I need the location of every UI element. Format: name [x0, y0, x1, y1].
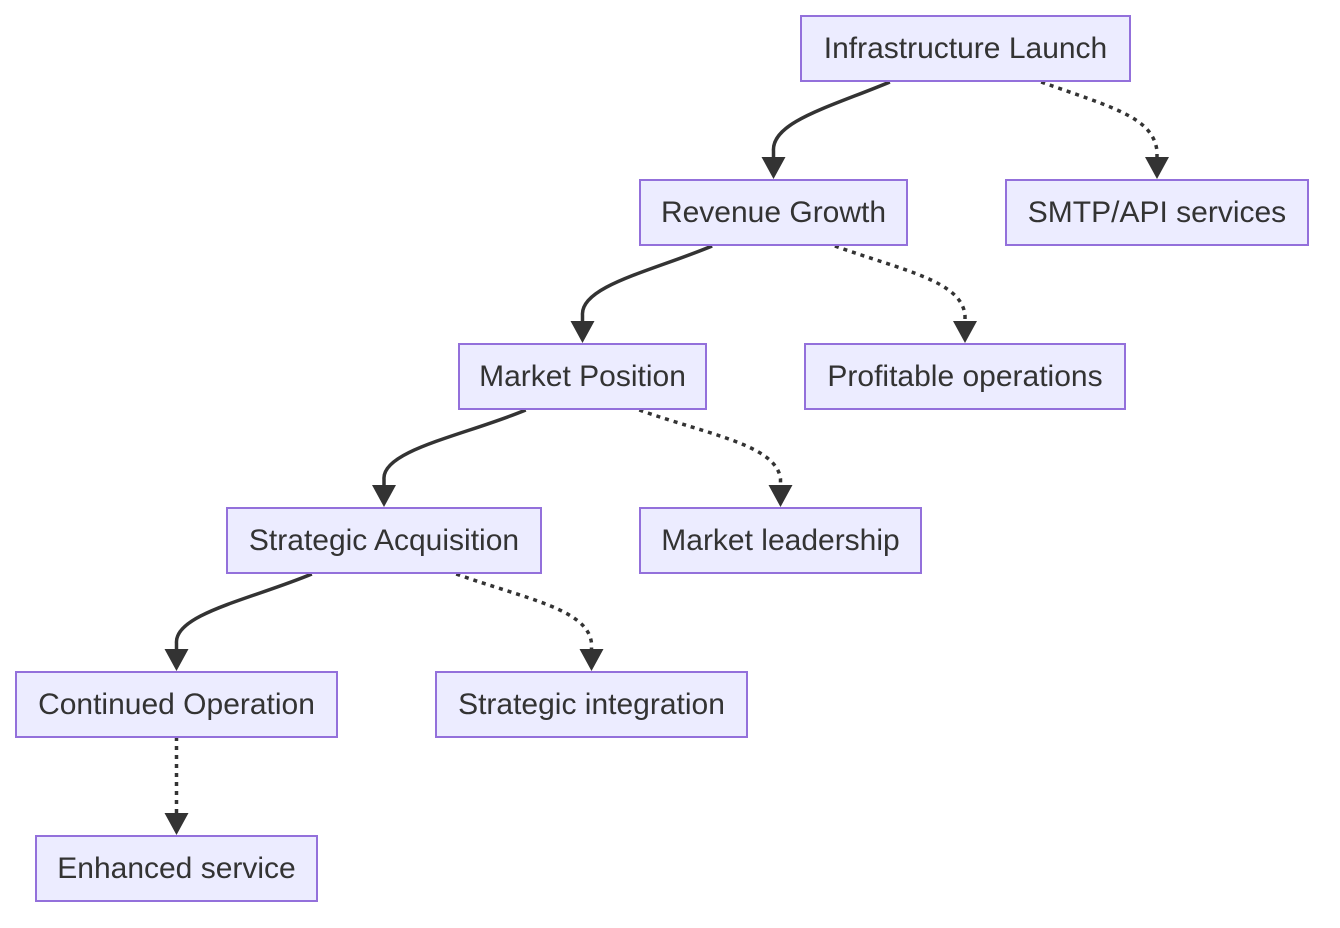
node-strategic-integration: Strategic integration	[435, 671, 748, 738]
arrowhead-icon	[579, 649, 604, 671]
node-label: Continued Operation	[38, 688, 315, 721]
dotted-edge-line	[638, 408, 783, 489]
node-box	[639, 179, 908, 246]
edges-layer	[164, 80, 1169, 835]
edge-revenue-to-profit	[834, 244, 977, 343]
dotted-edge-line	[455, 572, 594, 653]
arrowhead-icon	[372, 485, 396, 507]
node-box	[639, 507, 922, 574]
node-box	[35, 835, 318, 902]
edge-acq-to-cont	[164, 572, 313, 671]
edge-cont-to-enh	[164, 737, 189, 835]
edge-infra-to-smtp	[1040, 80, 1169, 179]
node-smtp-api-services: SMTP/API services	[1005, 179, 1309, 246]
node-box	[804, 343, 1126, 410]
node-label: Market Position	[479, 360, 686, 393]
dotted-edge-line	[1040, 80, 1159, 161]
node-label: Infrastructure Launch	[824, 32, 1108, 65]
solid-edge-line	[174, 572, 313, 653]
node-strategic-acquisition: Strategic Acquisition	[226, 507, 542, 574]
dotted-edge-line	[834, 244, 967, 325]
edge-market-to-leader	[638, 408, 793, 507]
node-enhanced-service: Enhanced service	[35, 835, 318, 902]
solid-edge-line	[382, 408, 527, 489]
node-box	[800, 15, 1131, 82]
edge-market-to-acq	[372, 408, 527, 507]
node-revenue-growth: Revenue Growth	[639, 179, 908, 246]
node-label: Revenue Growth	[661, 196, 886, 229]
node-box	[15, 671, 338, 738]
node-label: Enhanced service	[57, 852, 295, 885]
arrowhead-icon	[1145, 157, 1169, 179]
node-continued-operation: Continued Operation	[15, 671, 338, 738]
node-box	[435, 671, 748, 738]
arrowhead-icon	[768, 485, 793, 507]
node-label: Strategic integration	[458, 688, 725, 721]
solid-edge-line	[771, 80, 891, 161]
node-profitable-operations: Profitable operations	[804, 343, 1126, 410]
arrowhead-icon	[761, 157, 786, 179]
node-infrastructure-launch: Infrastructure Launch	[800, 15, 1131, 82]
edge-revenue-to-market	[570, 244, 713, 343]
node-box	[1005, 179, 1309, 246]
arrowhead-icon	[164, 649, 189, 671]
node-box	[458, 343, 707, 410]
node-market-leadership: Market leadership	[639, 507, 922, 574]
arrowhead-icon	[570, 321, 595, 343]
edge-acq-to-integ	[455, 572, 604, 671]
edge-infra-to-revenue	[761, 80, 891, 179]
node-box	[226, 507, 542, 574]
arrowhead-icon	[953, 321, 977, 343]
node-label: SMTP/API services	[1028, 196, 1286, 229]
node-market-position: Market Position	[458, 343, 707, 410]
node-label: Market leadership	[661, 524, 899, 557]
node-label: Strategic Acquisition	[249, 524, 519, 557]
node-label: Profitable operations	[827, 360, 1102, 393]
arrowhead-icon	[164, 813, 189, 835]
solid-edge-line	[580, 244, 713, 325]
